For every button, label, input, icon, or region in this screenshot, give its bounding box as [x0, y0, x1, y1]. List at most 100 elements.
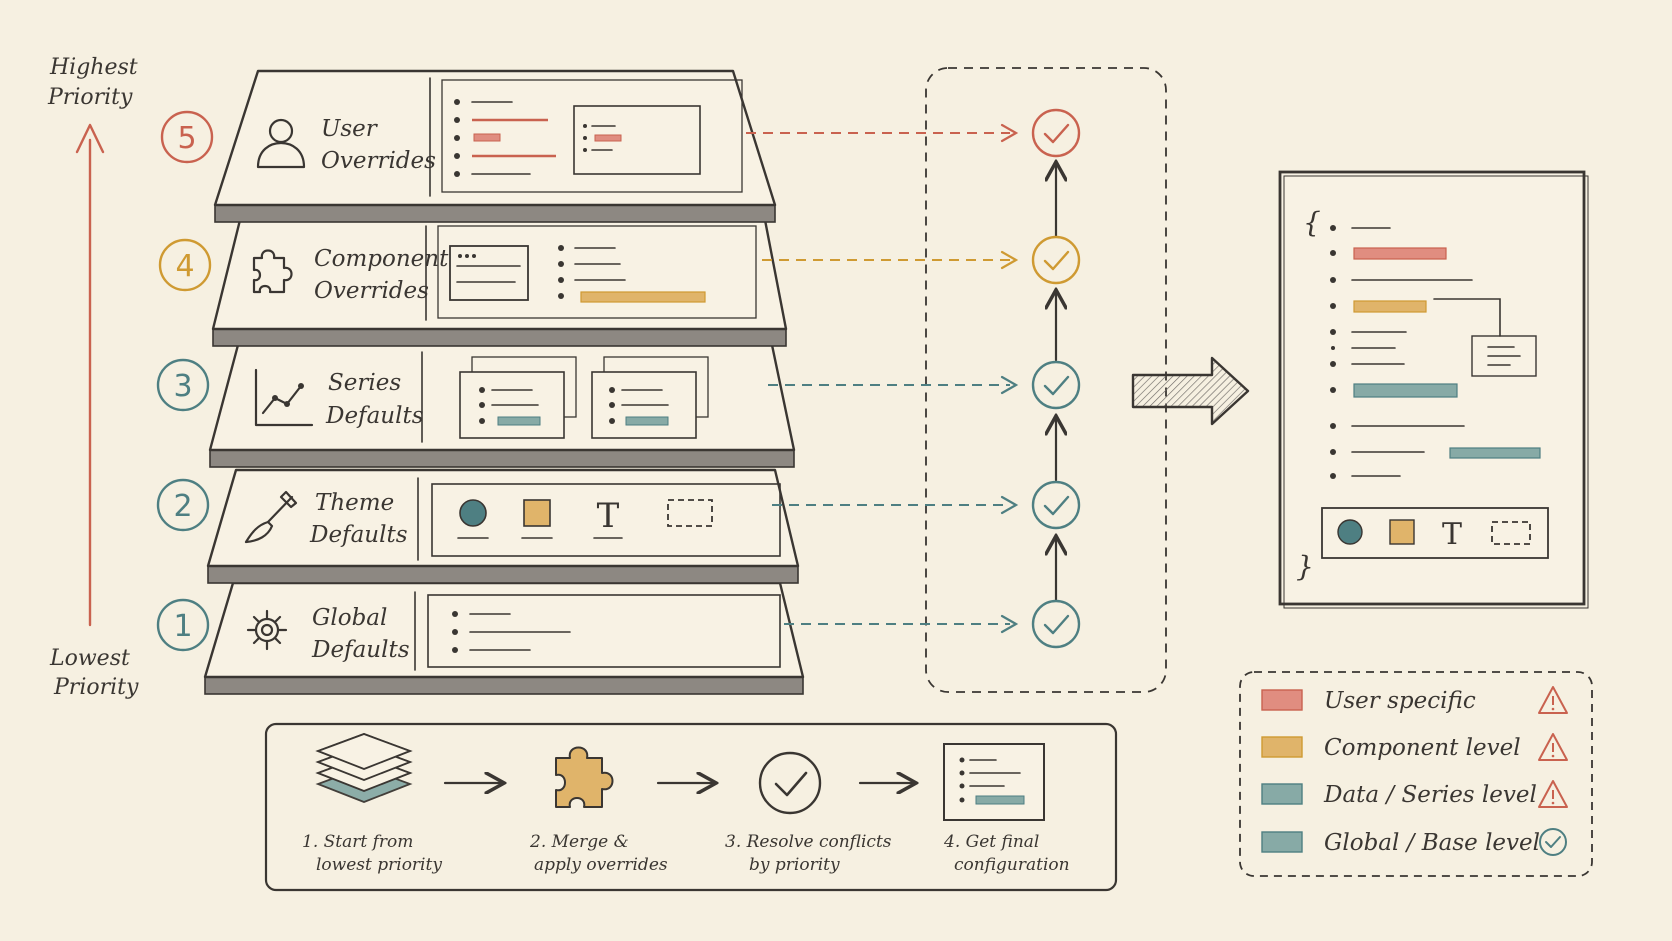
- layer-5-label-line1: User: [321, 116, 379, 142]
- gear-icon: [246, 609, 288, 651]
- warning-icon: [1538, 780, 1568, 808]
- final-config-document: { } T: [1278, 170, 1589, 609]
- priority-axis-arrowhead: [75, 123, 105, 154]
- process-strip: 1. Start from lowest priority 2. Merge &…: [264, 722, 1118, 892]
- connector-layer-5-head: [1000, 123, 1019, 143]
- layer-5-panel: [441, 79, 743, 193]
- close-brace: }: [1296, 550, 1314, 583]
- layers-icon: [315, 733, 413, 803]
- theme-font-icon: T: [597, 496, 620, 536]
- layer-2-badge: [156, 478, 210, 532]
- layer-series-defaults: 3 Series Defaults: [156, 343, 796, 468]
- connector-layer-1-head: [1000, 614, 1019, 634]
- open-brace: {: [1303, 206, 1321, 239]
- series-card-left: [459, 356, 577, 439]
- resolution-column: [746, 67, 1167, 693]
- connector-layer-2-head: [1000, 495, 1019, 515]
- user-icon: [256, 118, 306, 169]
- layer-4-badge: [158, 238, 212, 292]
- layer-4-slab: [211, 218, 788, 331]
- step-4-label-line1: 4. Get final: [943, 832, 1039, 852]
- final-theme-strip: T: [1321, 507, 1549, 559]
- layer-3-label-line1: Series: [328, 370, 401, 396]
- output-arrow: [1131, 356, 1250, 426]
- layer-2-number: 2: [173, 489, 192, 524]
- layer-3-edge: [209, 449, 795, 468]
- step-2-label-line1: 2. Merge &: [529, 832, 629, 852]
- check-layer-4: [1031, 235, 1081, 285]
- step-3-label-line2: by priority: [749, 855, 840, 875]
- highest-priority-label-line2: Priority: [47, 85, 133, 110]
- legend: User specific Component level Data / Ser…: [1239, 671, 1593, 877]
- layer-global-defaults: 1 Global Defaults: [156, 581, 805, 695]
- line-chart-icon: [254, 368, 314, 427]
- final-font-icon: T: [1442, 517, 1462, 552]
- final-config-frame-shadow: [1283, 175, 1589, 609]
- theme-border-swatch: [667, 499, 713, 527]
- legend-label-data-series-level: Data / Series level: [1323, 782, 1537, 808]
- layer-5-number: 5: [177, 121, 196, 156]
- component-window-mini: [449, 245, 529, 301]
- lowest-priority-label-line1: Lowest: [49, 646, 130, 671]
- legend-label-global-base-level: Global / Base level: [1324, 830, 1540, 856]
- step-2-label-line2: apply overrides: [534, 855, 668, 875]
- layer-1-badge: [156, 598, 210, 652]
- layer-user-overrides: 5 User Overrides: [160, 69, 777, 223]
- layer-4-edge: [212, 328, 787, 347]
- connector-layer-3-head: [1000, 375, 1019, 395]
- merge-puzzle-icon: [555, 746, 614, 808]
- highest-priority-label-line1: Highest: [49, 55, 138, 80]
- layer-1-label-line2: Defaults: [311, 637, 410, 663]
- layer-3-badge: [156, 358, 210, 412]
- layer-5-config-lines: [454, 99, 556, 177]
- layer-1-edge: [204, 676, 804, 695]
- layer-1-number: 1: [173, 609, 192, 644]
- puzzle-icon: [252, 249, 293, 294]
- priority-axis: Highest Priority Lowest Priority: [47, 55, 139, 700]
- layer-2-panel: [431, 483, 781, 557]
- layer-4-label-line1: Component: [314, 246, 449, 272]
- check-icon: [1539, 828, 1567, 856]
- step-1-label-line2: lowest priority: [316, 855, 442, 875]
- warning-icon: [1538, 733, 1568, 761]
- document-icon: [943, 743, 1045, 821]
- check-layer-5: [1031, 108, 1081, 158]
- layer-1-label-line1: Global: [312, 605, 387, 631]
- layer-component-overrides: 4 Component Overrides: [158, 218, 788, 347]
- layer-1-config-lines: [452, 611, 571, 653]
- paintbrush-icon: [244, 490, 298, 544]
- step-1-label-line1: 1. Start from: [302, 832, 413, 852]
- layer-4-panel: [437, 225, 757, 319]
- legend-item-global-base-level: Global / Base level: [1261, 828, 1567, 856]
- check-layer-3: [1031, 360, 1081, 410]
- legend-item-data-series-level: Data / Series level: [1261, 780, 1568, 808]
- step-4-label-line2: configuration: [954, 855, 1070, 875]
- layer-4-config-lines: [558, 245, 706, 303]
- layer-2-slab: [206, 468, 800, 568]
- check-layer-1: [1031, 599, 1081, 649]
- layer-5-edge: [214, 204, 776, 223]
- legend-label-component-level: Component level: [1324, 735, 1521, 761]
- layer-3-label-line2: Defaults: [325, 403, 424, 429]
- layer-theme-defaults: 2 Theme Defaults T: [156, 468, 800, 584]
- layer-5-badge: [160, 110, 214, 164]
- legend-frame: [1239, 671, 1593, 877]
- layer-3-number: 3: [173, 369, 192, 404]
- theme-fill-swatch: [523, 499, 551, 527]
- step-3-label-line1: 3. Resolve conflicts: [725, 832, 892, 852]
- layer-4-number: 4: [175, 249, 194, 284]
- connector-layer-4-head: [1000, 250, 1019, 270]
- layer-1-panel: [427, 594, 781, 668]
- layer-4-label-line2: Overrides: [314, 278, 429, 304]
- series-card-right: [591, 356, 709, 439]
- lowest-priority-label-line2: Priority: [53, 675, 139, 700]
- layer-1-slab: [203, 581, 805, 679]
- layer-2-label-line2: Defaults: [309, 522, 408, 548]
- process-frame: [264, 722, 1118, 892]
- theme-color-swatch: [459, 499, 487, 527]
- final-config-lines: [1330, 225, 1541, 479]
- legend-label-user-specific: User specific: [1324, 688, 1476, 714]
- layer-2-label-line1: Theme: [315, 490, 394, 516]
- layer-2-edge: [207, 565, 799, 584]
